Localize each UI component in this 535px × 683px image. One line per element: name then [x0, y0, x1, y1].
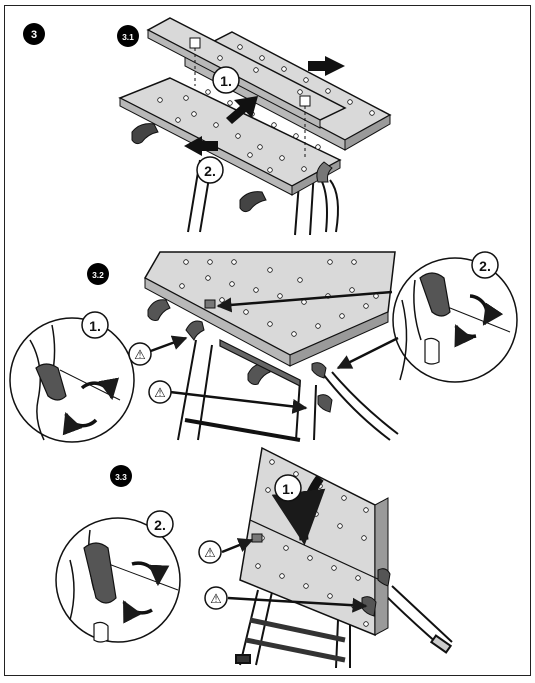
- warning-icon: ⚠: [148, 380, 172, 404]
- svg-text:1.: 1.: [282, 481, 294, 497]
- step-callout-1-panel-3-1: 1.: [212, 66, 240, 94]
- tabletop-holes-3-2: [179, 259, 379, 337]
- panel-badge-3-2: 3.2: [87, 263, 109, 285]
- step-callout-2-panel-3-3: 2.: [146, 510, 174, 538]
- panel-label-3-1: 3.1: [122, 32, 134, 42]
- bench-legs-3-3: [235, 585, 453, 669]
- panel-label-3-2: 3.2: [92, 270, 104, 280]
- tabletop-3-2: [143, 251, 396, 367]
- figure-frame: [4, 5, 531, 676]
- warning-icon: ⚠: [198, 540, 222, 564]
- warning-icon: ⚠: [204, 586, 228, 610]
- slider-rail-3-2: [219, 339, 301, 387]
- pointer-arrows-3-2: [147, 290, 399, 414]
- svg-text:⚠: ⚠: [210, 592, 222, 607]
- panel-3-3: 3.3: [55, 446, 453, 669]
- tabletop-holes-3-3: [255, 459, 369, 627]
- step-callout-2-panel-3-1: 2.: [196, 156, 224, 184]
- panel-badge-3-3: 3.3: [110, 465, 132, 487]
- zoom-detail-right-3-2: [392, 257, 518, 383]
- zoom-detail-left-3-2: [9, 317, 135, 443]
- peg-block: [189, 37, 201, 49]
- panel-label-3-3: 3.3: [115, 472, 127, 482]
- main-step-number: 3: [31, 29, 37, 41]
- step-callout-2-panel-3-2: 2.: [471, 251, 499, 279]
- rotate-arrow-icon: [62, 377, 119, 436]
- panel-badge-3-1: 3.1: [117, 25, 139, 47]
- svg-text:1.: 1.: [220, 73, 232, 89]
- clamp-handle-3-1: [131, 123, 333, 213]
- svg-text:1.: 1.: [89, 318, 101, 334]
- rotate-arrow-icon: [122, 561, 170, 624]
- main-step-badge: 3: [23, 23, 45, 45]
- step-callout-1-panel-3-3: 1.: [274, 474, 302, 502]
- svg-text:2.: 2.: [154, 517, 166, 533]
- panel-3-1: 3 3.1: [23, 17, 392, 236]
- fold-arrow-icon: [271, 475, 326, 546]
- svg-text:⚠: ⚠: [204, 546, 216, 561]
- guide-lines-3-1: [194, 48, 306, 160]
- step-callout-1-panel-3-2: 1.: [81, 311, 109, 339]
- clamp-handle-3-2: [147, 299, 333, 413]
- svg-text:2.: 2.: [479, 258, 491, 274]
- bench-legs-3-2: [177, 339, 399, 442]
- svg-text:⚠: ⚠: [134, 348, 146, 363]
- peg-block: [299, 95, 311, 107]
- rotate-arrow-icon: [454, 294, 504, 348]
- warning-icon: ⚠: [128, 342, 152, 366]
- zoom-detail-3-3: [55, 517, 181, 643]
- pointer-arrows-3-3: [221, 538, 368, 613]
- panel-3-2: 3.2: [9, 251, 518, 443]
- board-holes-3-1: [157, 44, 375, 173]
- svg-text:2.: 2.: [204, 163, 216, 179]
- push-arrow-icon: [184, 56, 345, 156]
- svg-text:⚠: ⚠: [154, 386, 166, 401]
